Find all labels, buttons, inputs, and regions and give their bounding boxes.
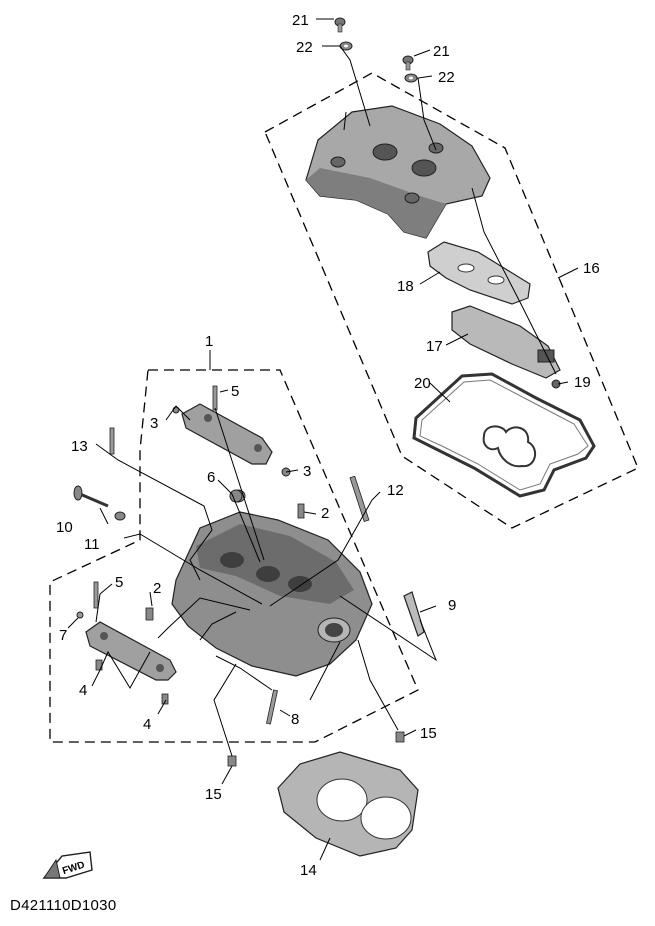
callout-21-right: 21: [433, 43, 450, 60]
valve-head: [73, 485, 83, 501]
head-bolt: [109, 427, 115, 455]
breather-plate-gasket: [427, 241, 531, 305]
gasket-opening: [457, 263, 475, 273]
forward-direction-arrow: FWD: [42, 851, 93, 879]
head-bolt-long: [349, 475, 370, 522]
diagram-code: D421110D1030: [10, 897, 117, 914]
callout-22-upper: 22: [296, 39, 313, 56]
callout-6: 6: [207, 469, 215, 486]
callout-16: 16: [583, 260, 600, 277]
head-cover-gasket: [412, 372, 596, 498]
cover-bolt-shank: [405, 61, 411, 71]
callout-21-upper: 21: [292, 12, 309, 29]
callout-9: 9: [448, 597, 456, 614]
callout-7: 7: [59, 627, 67, 644]
callout-3-upper: 3: [150, 415, 158, 432]
leader-lines: [67, 18, 579, 861]
valve-stem-seal: [114, 511, 126, 521]
cam-cap-bolt: [212, 385, 218, 411]
gasket-opening: [487, 275, 505, 285]
callout-15-lower: 15: [205, 786, 222, 803]
cover-plug-hole: [411, 159, 437, 177]
cylinder-head-top-face: [196, 524, 354, 604]
cover-bolt-shank: [337, 23, 343, 33]
cover-bolt-boss: [404, 192, 420, 204]
callout-15-right: 15: [420, 725, 437, 742]
callout-17: 17: [426, 338, 443, 355]
dowel-pin: [297, 503, 305, 519]
breather-plate: [451, 305, 561, 379]
spark-plug-hole-seal: [482, 425, 537, 468]
cam-cap-bolt-hole: [254, 444, 262, 452]
callout-12: 12: [387, 482, 404, 499]
head-stud: [266, 689, 278, 725]
cam-cap-bolt-hole: [204, 414, 212, 422]
callout-13: 13: [71, 438, 88, 455]
callout-18: 18: [397, 278, 414, 295]
gasket-bore: [316, 778, 368, 822]
valve-stem: [79, 492, 109, 508]
head-port: [220, 552, 244, 568]
cylinder-head-cover-shading: [306, 168, 446, 238]
callout-4-left: 4: [79, 682, 87, 699]
cover-washer: [344, 44, 348, 48]
oil-plug: [227, 755, 237, 767]
cam-cap-bolt-hole: [156, 664, 164, 672]
callout-5-upper: 5: [231, 383, 239, 400]
cam-cap-dowel: [161, 693, 169, 705]
callout-20: 20: [414, 375, 431, 392]
callout-5-lower: 5: [115, 574, 123, 591]
callout-8: 8: [291, 711, 299, 728]
camshaft-cap-upper: [181, 403, 273, 465]
cam-cap-bolt-hole: [100, 632, 108, 640]
exhaust-port-inner: [325, 623, 343, 637]
spark-plug: [403, 591, 425, 637]
cover-washer: [409, 76, 413, 80]
head-nut: [229, 489, 243, 503]
callout-2-upper: 2: [321, 505, 329, 522]
callout-10: 10: [56, 519, 73, 536]
cover-bolt-boss: [428, 142, 444, 154]
camshaft-cap-lower: [85, 621, 177, 681]
callout-11: 11: [84, 536, 100, 553]
cylinder-head-group-outline: [49, 369, 419, 743]
head-port: [256, 566, 280, 582]
plug-small: [76, 611, 84, 619]
callout-14: 14: [300, 862, 317, 879]
callout-4-lower: 4: [143, 716, 151, 733]
cam-cap-bolt: [93, 581, 99, 609]
oil-plug: [395, 731, 405, 743]
callout-1: 1: [205, 333, 213, 350]
breather-plate-clip: [537, 349, 555, 363]
callout-3-lower: 3: [303, 463, 311, 480]
dowel-pin: [145, 607, 154, 621]
cover-bolt-boss: [330, 156, 346, 168]
head-port: [288, 576, 312, 592]
callout-19: 19: [574, 374, 591, 391]
callout-2-lower: 2: [153, 580, 161, 597]
head-cover-gasket-inner: [419, 379, 589, 491]
gasket-bore: [360, 796, 412, 840]
callout-22-right: 22: [438, 69, 455, 86]
cover-plug-hole: [372, 143, 398, 161]
